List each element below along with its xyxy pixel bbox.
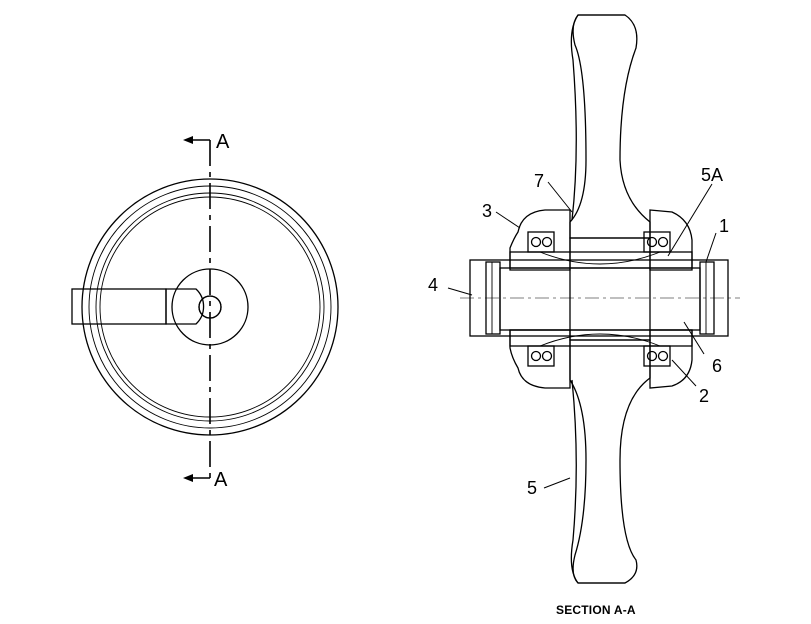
wheel-section (569, 14, 651, 239)
tread-outline (570, 14, 579, 221)
callout-3: 3 (482, 201, 492, 221)
section-view: 7 3 4 5A 1 6 2 5 SECTION A-A (428, 14, 740, 617)
callout-6: 6 (712, 356, 722, 376)
callout-5: 5 (527, 478, 537, 498)
tread-outline-lower (570, 379, 579, 584)
mounting-bracket (71, 288, 167, 325)
bracket-end (165, 288, 205, 325)
bearing-lower-right (643, 345, 671, 367)
callout-4: 4 (428, 275, 438, 295)
section-arrow-bottom-icon (183, 474, 193, 482)
callout-1: 1 (719, 216, 729, 236)
end-cap-left (485, 261, 501, 335)
hub-center (569, 237, 651, 341)
front-view: A A (71, 131, 339, 491)
callout-2: 2 (699, 386, 709, 406)
hub-housing-lower-right (649, 329, 693, 389)
callout-leaders (447, 181, 717, 489)
section-marker-bottom: A (214, 469, 228, 491)
bearing-lower-left (527, 345, 555, 367)
hub-housing-lower (509, 329, 571, 389)
sleeve-lower-curve (539, 333, 661, 347)
sleeve-lower (509, 329, 693, 347)
sleeve-upper-curve (539, 251, 661, 265)
bearing-upper-left (527, 231, 555, 253)
bearing-upper-right (643, 231, 671, 253)
section-arrow-top-icon (183, 136, 193, 144)
shaft-core (499, 267, 701, 331)
callout-5a: 5A (701, 165, 723, 185)
section-marker-top: A (216, 131, 230, 153)
wheel-section-lower (569, 339, 651, 584)
callout-7: 7 (534, 171, 544, 191)
section-caption: SECTION A-A (556, 603, 636, 617)
end-cap-right (699, 261, 715, 335)
